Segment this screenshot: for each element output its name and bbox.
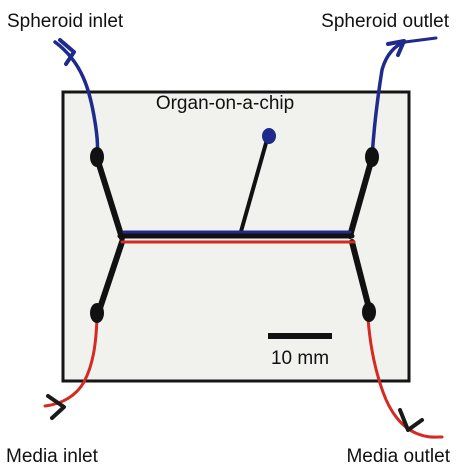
lower-right-channel <box>349 239 373 315</box>
upper-left-channel <box>94 155 125 241</box>
media-outlet-arrow-icon <box>398 408 424 432</box>
upper-right-channel <box>347 155 375 239</box>
center-channel <box>238 134 270 237</box>
media-outlet-label: Media outlet <box>346 446 450 467</box>
port-upper-left <box>90 147 104 167</box>
spheroid-port-center <box>262 128 276 144</box>
media-inlet-arrow-icon <box>46 394 66 420</box>
port-lower-left <box>90 303 104 323</box>
media-outlet-tubing <box>366 316 444 439</box>
spheroid-inlet-arrow-icon <box>58 38 76 66</box>
port-lower-right <box>362 302 376 322</box>
spheroid-outlet-label: Spheroid outlet <box>321 11 450 32</box>
chip-title: Organ-on-a-chip <box>156 93 294 114</box>
spheroid-outlet-tubing <box>370 40 407 160</box>
media-inlet-label: Media inlet <box>6 446 99 467</box>
lower-left-channel <box>95 239 125 317</box>
spheroid-inlet-label: Spheroid inlet <box>7 11 124 32</box>
port-upper-right <box>365 147 379 167</box>
spheroid-outlet-tail <box>403 36 438 44</box>
scale-bar-label: 10 mm <box>271 348 329 369</box>
